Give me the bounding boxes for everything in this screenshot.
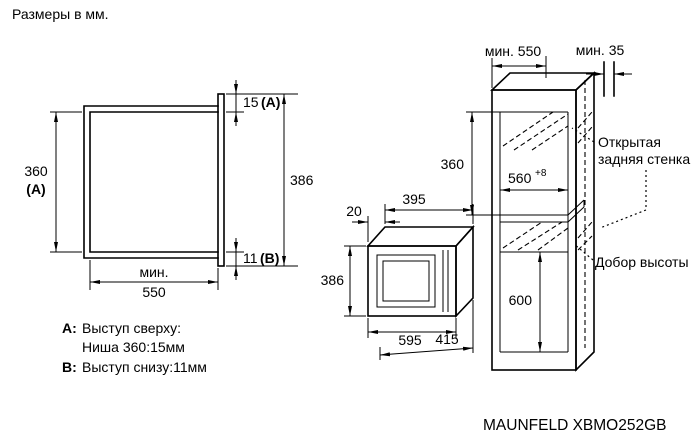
- note-b-line1: Выступ снизу:11мм: [82, 359, 207, 375]
- dim-cabinet-inner-width: 560: [508, 170, 532, 186]
- dim-niche-height-letter: (А): [26, 181, 45, 197]
- dim-top-gap-letter: (А): [261, 94, 280, 110]
- oven-top-face: [366, 226, 475, 247]
- dim-cabinet-bottom-height: 600: [509, 292, 533, 308]
- front-panel: [217, 93, 225, 267]
- dim-oven-body-depth: 395: [402, 191, 426, 207]
- dim-rear-gap: мин. 35: [576, 42, 625, 58]
- page-title: Размеры в мм.: [12, 6, 109, 22]
- notes: А: Выступ сверху: Ниша 360:15мм В: Высту…: [62, 320, 207, 375]
- open-back-hatching-upper: [502, 111, 593, 151]
- label-open-back-line2: задняя стенка: [598, 151, 690, 167]
- note-a-key: А:: [62, 320, 77, 336]
- rear-wall-lines: [603, 61, 615, 97]
- cabinet-view: мин. 550 мин. 35 360 560 +8 600 Открытая…: [441, 42, 690, 372]
- oven-view: 395 20 386 595 415: [321, 191, 475, 360]
- niche-walls: [83, 105, 219, 259]
- oven-front-face: [367, 245, 457, 317]
- open-back-hatching-lower: [502, 221, 593, 251]
- label-open-back-line1: Открытая: [598, 134, 661, 150]
- dim-bottom-gap: 11: [243, 250, 258, 266]
- dim-top-gap: 15: [243, 94, 259, 110]
- note-a-line2: Ниша 360:15мм: [82, 339, 185, 355]
- oven-door-frame: [376, 254, 436, 308]
- model-label: MAUNFELD XBMO252GB: [483, 417, 666, 434]
- oven-side-face: [455, 224, 474, 319]
- label-height-filler: Добор высоты: [595, 254, 689, 270]
- dim-oven-width: 595: [398, 332, 422, 348]
- dim-cabinet-inner-width-tolerance: +8: [535, 168, 547, 179]
- dim-oven-door-depth: 20: [346, 203, 362, 219]
- oven-handle: [442, 250, 449, 312]
- oven-door-window: [382, 260, 430, 302]
- dim-cabinet-depth: мин. 550: [485, 43, 542, 59]
- note-b-key: В:: [62, 359, 77, 375]
- dim-bottom-gap-letter: (В): [260, 250, 279, 266]
- dim-front-height: 386: [290, 172, 314, 188]
- dim-niche-width: 550: [142, 284, 166, 300]
- dim-niche-height: 360: [24, 163, 48, 179]
- dim-cabinet-niche-height: 360: [441, 156, 465, 172]
- dim-line-415: [379, 346, 474, 357]
- cabinet-front-face: [491, 89, 577, 371]
- cabinet-extension-lines: [466, 56, 547, 216]
- note-a-line1: Выступ сверху:: [82, 320, 181, 336]
- niche-front-view: 360 (А) мин. 550 15 (А) 386 11 (В): [24, 80, 314, 300]
- label-leader-lines: [571, 127, 647, 261]
- dim-oven-total-depth: 415: [435, 331, 459, 347]
- dim-oven-height: 386: [321, 272, 345, 288]
- cabinet-interior-lines: [499, 111, 585, 353]
- cabinet-side-face: [575, 71, 595, 372]
- dim-niche-width-min: мин.: [139, 264, 168, 280]
